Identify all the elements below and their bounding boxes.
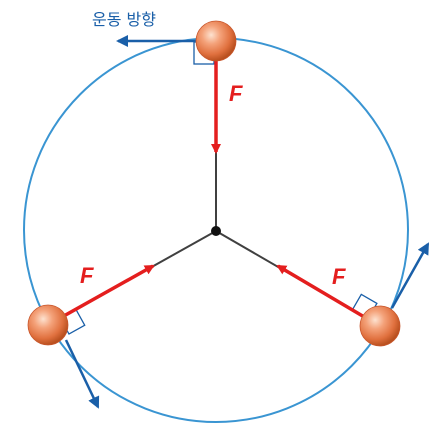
ball-top xyxy=(195,20,237,62)
force-arrow-left xyxy=(61,264,155,319)
velocity-arrow-left xyxy=(64,339,100,409)
motion-direction-label: 운동 방향 xyxy=(92,10,156,29)
center-pivot xyxy=(211,226,221,236)
ball-left xyxy=(27,304,69,346)
force-arrow-right xyxy=(276,264,367,320)
force-label-top: F xyxy=(229,81,243,106)
ball-right xyxy=(359,305,401,347)
velocity-arrow-right xyxy=(390,242,430,309)
force-label-left: F xyxy=(80,263,94,288)
force-label-right: F xyxy=(332,264,346,289)
